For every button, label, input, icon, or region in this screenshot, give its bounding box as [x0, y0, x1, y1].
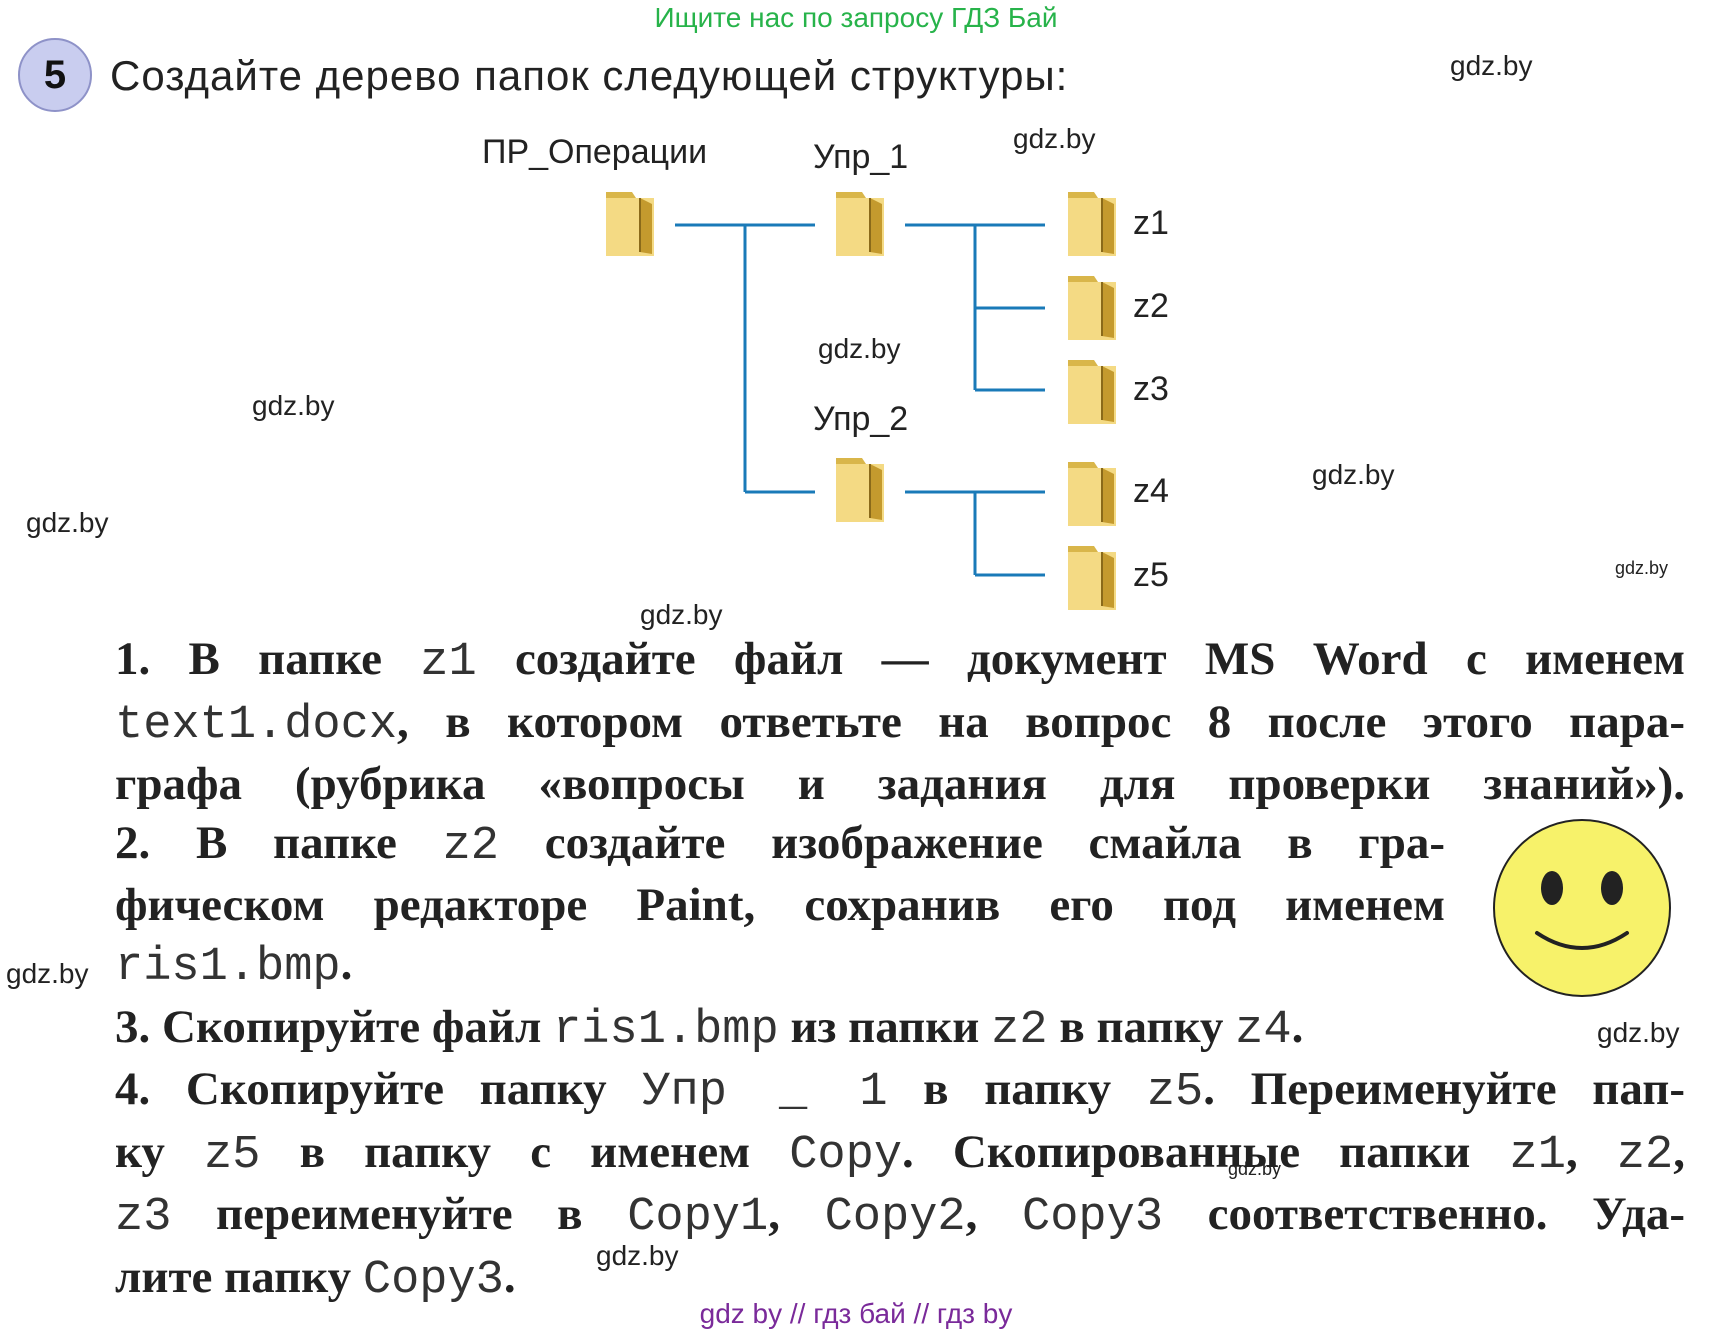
tree-connectors — [675, 223, 1045, 577]
instruction-4-cont2: z3 переименуйте в Copy1, Copy2, Copy3 со… — [115, 1188, 1686, 1245]
footer-links: gdz by // гдз бай // гдз by — [699, 1298, 1013, 1329]
watermark: gdz.by — [596, 1240, 679, 1271]
instruction-2: 2. В папке z2 создайте изображение смайл… — [115, 816, 1445, 873]
watermark: gdz.by — [1597, 1017, 1680, 1048]
folder-icon[interactable] — [830, 186, 888, 258]
folder-icon[interactable] — [1062, 270, 1120, 342]
watermark: gdz.by — [1450, 50, 1533, 81]
folder-icon[interactable] — [1062, 540, 1120, 612]
instruction-2-end: ris1.bmp. — [115, 937, 353, 994]
task-title: Создайте дерево папок следующей структур… — [110, 52, 1069, 99]
folder-label-z1: z1 — [1133, 204, 1169, 242]
folder-label-z4: z4 — [1133, 472, 1169, 510]
folder-label-upr1: Упр_1 — [813, 138, 909, 176]
folder-icon[interactable] — [1062, 186, 1120, 258]
folder-label-root: ПР_Операции — [482, 133, 708, 171]
instruction-3: 3. Скопируйте файл ris1.bmp из папки z2 … — [115, 1000, 1304, 1057]
watermark: gdz.by — [1312, 459, 1395, 490]
folder-icon[interactable] — [1062, 456, 1120, 528]
folder-label-z2: z2 — [1133, 287, 1169, 325]
watermark: gdz.by — [1013, 123, 1096, 154]
instruction-1-end: графа (рубрика «вопросы и задания для пр… — [115, 758, 1685, 811]
folder-icon[interactable] — [1062, 354, 1120, 426]
folder-icon[interactable] — [830, 452, 888, 524]
watermark: gdz.by — [1615, 558, 1669, 578]
watermark: gdz.by — [252, 390, 335, 421]
instruction-1-cont: text1.docx, в котором ответьте на вопрос… — [115, 695, 1685, 752]
folder-tree-diagram — [675, 223, 1045, 577]
folder-icon[interactable] — [600, 186, 658, 258]
instructions: 1. В папке z1 создайте файл — документ M… — [115, 630, 1685, 1311]
folder-label-upr2: Упр_2 — [813, 400, 909, 438]
watermark: gdz.by — [640, 599, 723, 630]
watermark: gdz.by — [818, 333, 901, 364]
task-number: 5 — [43, 52, 67, 97]
watermark: gdz.by — [26, 507, 109, 538]
instruction-4-end: лите папку Copy3. — [115, 1250, 516, 1307]
top-banner: Ищите нас по запросу ГДЗ Бай — [654, 2, 1058, 33]
folder-label-z3: z3 — [1133, 370, 1169, 408]
instruction-4: 4. Скопируйте папку Упр _ 1 в папку z5. … — [115, 1063, 1685, 1120]
smiley-icon — [1493, 819, 1671, 997]
instruction-1: 1. В папке z1 создайте файл — документ M… — [115, 633, 1685, 689]
instruction-2-cont: фическом редакторе Paint, сохранив его п… — [115, 879, 1445, 932]
watermark: gdz.by — [1228, 1159, 1282, 1179]
task-number-badge: 5 — [18, 38, 92, 112]
folder-label-z5: z5 — [1133, 556, 1169, 594]
instruction-4-cont: ку z5 в папку с именем Copy. Скопированн… — [115, 1125, 1685, 1182]
watermark: gdz.by — [6, 958, 89, 989]
